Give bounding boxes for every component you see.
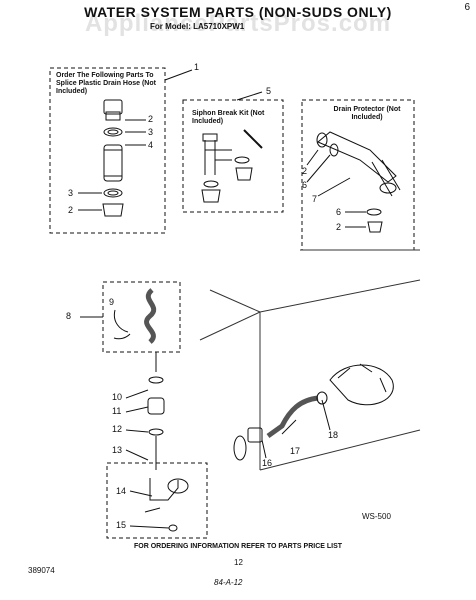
splice-kit-label: Order The Following Parts To Splice Plas… <box>56 72 156 95</box>
bottom-assembly-box <box>106 462 208 539</box>
pump-and-outlet-hose <box>233 363 394 461</box>
callout-2c: 2 <box>302 166 308 176</box>
callout-5: 5 <box>266 86 272 96</box>
siphon-kit-box <box>182 99 284 213</box>
diagram-code: WS-500 <box>362 512 391 521</box>
model-label: For Model: LA5710XPW1 <box>150 22 245 31</box>
callout-3a: 3 <box>148 127 154 137</box>
drain-hose-coil <box>113 288 157 344</box>
callout-1: 1 <box>194 62 200 72</box>
callout-2a: 2 <box>148 114 154 124</box>
corner-mark: 6 <box>464 2 470 13</box>
drain-hose-assembly <box>144 352 189 532</box>
siphon-kit-parts <box>201 129 263 203</box>
callout-16: 16 <box>262 458 273 468</box>
callout-2d: 2 <box>336 222 342 232</box>
drain-protector-parts <box>316 131 401 233</box>
drain-protector-label: Drain Protector (Not Included) <box>333 106 401 121</box>
callout-2b: 2 <box>68 205 74 215</box>
handwritten-note: 84-A-12 <box>214 578 243 587</box>
callout-11: 11 <box>112 406 122 416</box>
callout-3b: 3 <box>68 188 74 198</box>
washer-cabinet <box>199 249 421 471</box>
callout-18: 18 <box>328 430 339 440</box>
splice-kit-parts <box>102 99 124 217</box>
callout-7: 7 <box>312 194 318 204</box>
callout-8: 8 <box>66 311 72 321</box>
ordering-info: FOR ORDERING INFORMATION REFER TO PARTS … <box>133 543 343 550</box>
siphon-kit-label: Siphon Break Kit (Not Included) <box>192 110 265 125</box>
callout-12: 12 <box>112 424 123 434</box>
callout-4: 4 <box>148 140 154 150</box>
callout-13: 13 <box>112 445 123 455</box>
callout-14: 14 <box>116 486 127 496</box>
callout-6b: 6 <box>336 207 342 217</box>
page-number: 12 <box>234 558 243 567</box>
callout-10: 10 <box>112 392 123 402</box>
part-number: 389074 <box>28 566 55 575</box>
splice-kit-box <box>49 67 166 234</box>
callout-17: 17 <box>290 446 301 456</box>
page-title: WATER SYSTEM PARTS (NON-SUDS ONLY) <box>84 4 392 20</box>
callout-9: 9 <box>109 297 115 307</box>
callout-15: 15 <box>116 520 127 530</box>
callout-6a: 6 <box>302 180 308 190</box>
